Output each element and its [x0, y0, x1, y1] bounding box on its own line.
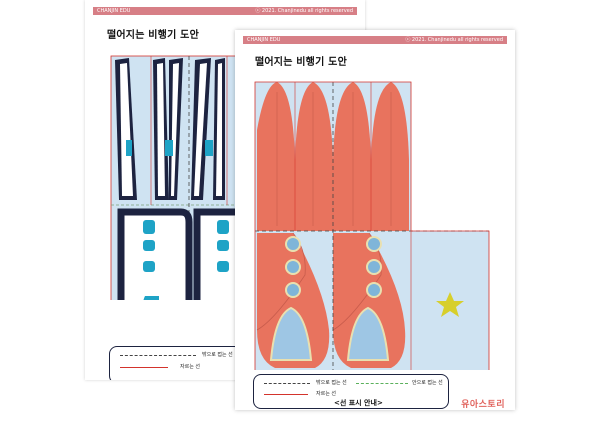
copyright-label: ⓒ 2021. Chanjinedu all rights reserved	[255, 8, 353, 14]
cut-label: 자르는 선	[316, 391, 336, 397]
brand-label: CHANJIN EDU	[97, 8, 131, 14]
legend-caption: <선 표시 안내>	[334, 399, 383, 407]
logo-text: 유아스토리	[461, 400, 505, 410]
cut-line-sample	[120, 367, 168, 368]
sheet-title: 떨어지는 비행기 도안	[255, 57, 347, 68]
fold-out-label: 밖으로 접는 선	[202, 352, 233, 358]
star-icon	[436, 292, 464, 317]
fold-out-line-sample	[120, 355, 196, 356]
copyright-label: ⓒ 2021. Chanjinedu all rights reserved	[405, 37, 503, 43]
front-template-sheet: CHANJIN EDU ⓒ 2021. Chanjinedu all right…	[235, 30, 515, 410]
wing-strip	[153, 58, 183, 200]
sheet-title: 떨어지는 비행기 도안	[107, 30, 199, 41]
porthole-windows	[285, 236, 382, 298]
yuastory-logo: 유아스토리	[461, 397, 505, 410]
cut-outline	[254, 81, 490, 370]
back-airplane-pattern	[110, 55, 265, 300]
brand-label: CHANJIN EDU	[247, 37, 281, 43]
cut-line-sample	[264, 394, 308, 395]
wing-strip	[115, 58, 137, 200]
sheet-header-bar: CHANJIN EDU ⓒ 2021. Chanjinedu all right…	[93, 7, 357, 15]
fold-out-line-sample	[264, 383, 310, 384]
wing-shape	[257, 82, 409, 231]
fold-in-label: 안으로 접는 선	[412, 380, 443, 386]
front-airplane-pattern	[254, 81, 490, 370]
sheet-header-bar: CHANJIN EDU ⓒ 2021. Chanjinedu all right…	[243, 36, 507, 44]
fold-out-label: 밖으로 접는 선	[316, 380, 347, 386]
fuselage-outline	[117, 208, 193, 300]
cut-label: 자르는 선	[180, 364, 200, 370]
line-legend-box: 밖으로 접는 선 안으로 접는 선 자르는 선 <선 표시 안내>	[253, 374, 449, 409]
nose-cockpit	[269, 306, 390, 361]
fold-in-line-sample	[356, 383, 408, 384]
wing-strip	[191, 58, 225, 200]
